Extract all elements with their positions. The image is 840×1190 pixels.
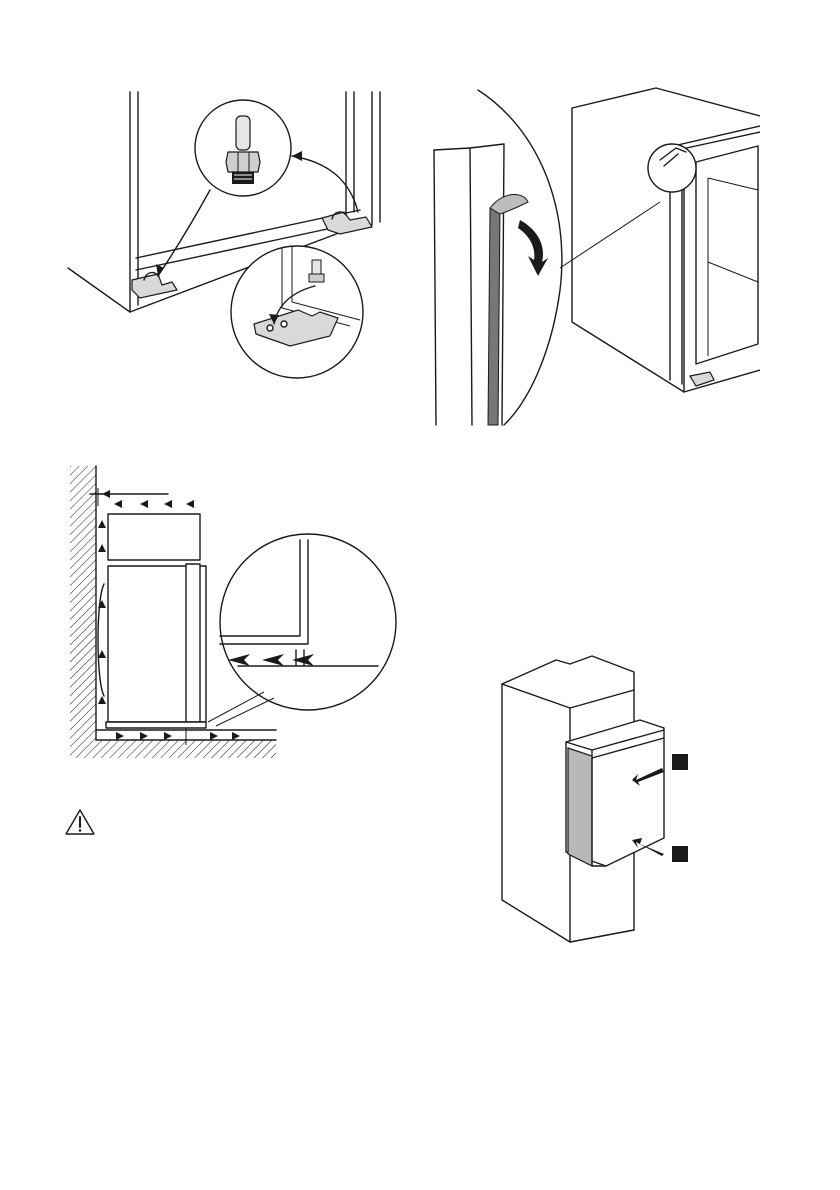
figure-seal-strip-fitting <box>420 80 760 430</box>
figure-door-push-closing <box>490 650 710 950</box>
figure-ventilation-airflow <box>68 460 398 760</box>
warning-triangle-icon <box>64 808 96 836</box>
hinge-bracket-right <box>322 212 372 234</box>
zoom-circle-pin <box>195 100 291 196</box>
hinge-bracket-left <box>132 273 177 298</box>
zoom-circle-bracket <box>231 246 363 378</box>
figure-hinge-pin-mounting <box>60 80 390 380</box>
